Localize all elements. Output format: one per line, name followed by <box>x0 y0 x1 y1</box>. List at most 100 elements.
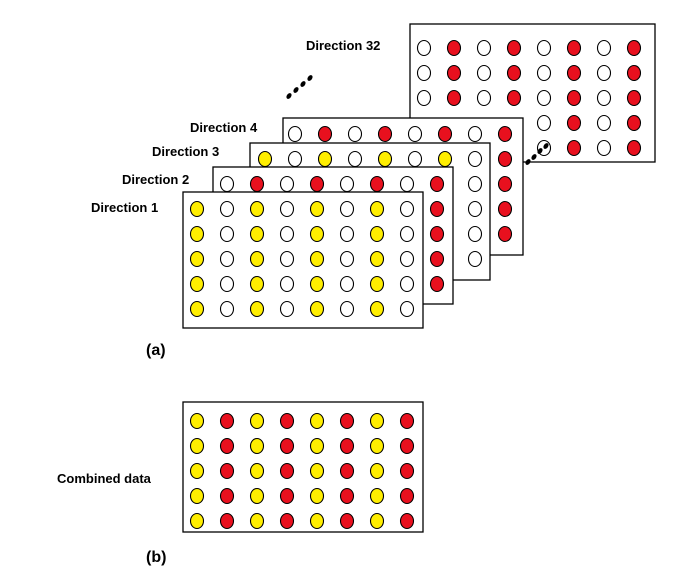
direction-1-dot <box>279 300 295 318</box>
direction-1-dot <box>219 250 235 268</box>
direction-4-label: Direction 4 <box>190 120 258 135</box>
direction-4-dot <box>497 175 513 193</box>
ellipsis-dot <box>300 81 306 87</box>
combined-dot <box>399 512 415 530</box>
combined-dot <box>279 512 295 530</box>
ellipsis-dot <box>307 75 313 81</box>
ellipsis-dot <box>537 148 543 154</box>
direction-1-dot <box>249 200 265 218</box>
combined-dot <box>309 412 325 430</box>
direction-32-dot <box>626 114 642 132</box>
part-b-label: (b) <box>146 549 167 566</box>
direction-1-dot <box>249 300 265 318</box>
direction-4-dot <box>407 125 423 143</box>
combined-dot <box>249 462 265 480</box>
direction-2-dot <box>309 175 325 193</box>
direction-32-dot <box>476 89 492 107</box>
combined-dot <box>189 512 205 530</box>
direction-3-dot <box>437 150 453 168</box>
combined-dot <box>309 437 325 455</box>
direction-2-dot <box>339 175 355 193</box>
direction-2-dot <box>429 250 445 268</box>
direction-1-dot <box>249 250 265 268</box>
direction-1-dot <box>279 200 295 218</box>
direction-2-dot <box>369 175 385 193</box>
combined-dot <box>279 437 295 455</box>
direction-4-dot <box>347 125 363 143</box>
direction-32-dot <box>596 64 612 82</box>
direction-1-label: Direction 1 <box>91 200 159 215</box>
combined-dot <box>249 412 265 430</box>
ellipsis-dot <box>543 143 549 149</box>
direction-1-dot <box>309 250 325 268</box>
combined-dot <box>219 512 235 530</box>
direction-32-dot <box>446 89 462 107</box>
direction-4-dot <box>317 125 333 143</box>
direction-1-dot <box>369 275 385 293</box>
part-a-label: (a) <box>146 342 166 359</box>
direction-1-dot <box>189 275 205 293</box>
combined-dot <box>279 487 295 505</box>
direction-2-dot <box>219 175 235 193</box>
direction-32-label: Direction 32 <box>306 38 381 53</box>
direction-1-dot <box>369 200 385 218</box>
direction-3-dot <box>467 200 483 218</box>
combined-dot <box>219 437 235 455</box>
direction-32-dot <box>566 89 582 107</box>
direction-32-dot <box>506 89 522 107</box>
direction-2-dot <box>429 200 445 218</box>
direction-32-dot <box>446 39 462 57</box>
direction-2-dot <box>279 175 295 193</box>
combined-dot <box>339 412 355 430</box>
direction-1-dot <box>399 250 415 268</box>
direction-4-dot <box>497 125 513 143</box>
direction-1-dot <box>339 225 355 243</box>
direction-1-dot <box>189 300 205 318</box>
combined-dot <box>339 437 355 455</box>
direction-1-dot <box>219 200 235 218</box>
direction-32-dot <box>506 64 522 82</box>
combined-dot <box>189 462 205 480</box>
combined-panel <box>182 401 424 533</box>
direction-1-dot <box>369 250 385 268</box>
combined-dot <box>339 462 355 480</box>
direction-32-dot <box>536 114 552 132</box>
direction-4-dot <box>377 125 393 143</box>
combined-dot <box>309 462 325 480</box>
combined-dot <box>399 437 415 455</box>
direction-32-dot <box>596 89 612 107</box>
direction-1-dot <box>189 250 205 268</box>
direction-1-panel <box>182 191 424 329</box>
direction-32-dot <box>566 114 582 132</box>
direction-32-dot <box>416 39 432 57</box>
direction-32-dot <box>416 64 432 82</box>
direction-1-dot <box>399 200 415 218</box>
direction-2-label: Direction 2 <box>122 172 190 187</box>
direction-3-dot <box>317 150 333 168</box>
direction-32-dot <box>506 39 522 57</box>
direction-4-dot <box>497 225 513 243</box>
direction-1-dot <box>189 225 205 243</box>
direction-1-dot <box>339 275 355 293</box>
direction-32-dot <box>566 139 582 157</box>
direction-3-dot <box>407 150 423 168</box>
combined-dot <box>399 412 415 430</box>
ellipsis-dot <box>286 93 292 99</box>
direction-32-dot <box>446 64 462 82</box>
direction-3-dot <box>287 150 303 168</box>
direction-1-dot <box>219 300 235 318</box>
direction-1-dot <box>339 250 355 268</box>
direction-1-dot <box>279 275 295 293</box>
direction-32-dot <box>536 39 552 57</box>
direction-1-dot <box>339 300 355 318</box>
combined-dot <box>279 412 295 430</box>
combined-dot <box>399 487 415 505</box>
direction-2-dot <box>429 275 445 293</box>
combined-dot <box>339 487 355 505</box>
direction-32-dot <box>626 139 642 157</box>
combined-dot <box>309 487 325 505</box>
direction-32-dot <box>536 64 552 82</box>
direction-1-dot <box>309 225 325 243</box>
combined-dot <box>249 512 265 530</box>
